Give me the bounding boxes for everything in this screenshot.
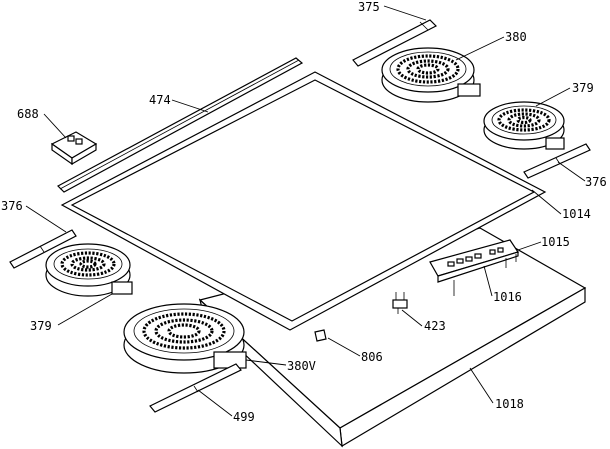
heating-element-380v bbox=[123, 303, 247, 374]
heating-element-379-right bbox=[483, 101, 565, 150]
label-379-top: 379 bbox=[572, 81, 594, 95]
label-375: 375 bbox=[358, 0, 380, 14]
connector-423 bbox=[392, 292, 408, 314]
label-1015: 1015 bbox=[541, 235, 570, 249]
heating-element-379-left bbox=[45, 243, 133, 297]
bracket-375 bbox=[352, 19, 438, 67]
label-806: 806 bbox=[361, 350, 383, 364]
terminal-block-688 bbox=[50, 131, 98, 166]
part-labels: 375 380 474 379 688 376 376 1014 1015 37… bbox=[1, 0, 607, 424]
label-376-left: 376 bbox=[1, 199, 23, 213]
trim-strip bbox=[57, 57, 304, 193]
bracket-806 bbox=[314, 329, 327, 342]
label-423: 423 bbox=[424, 319, 446, 333]
label-474: 474 bbox=[149, 93, 171, 107]
label-1016: 1016 bbox=[493, 290, 522, 304]
label-688: 688 bbox=[17, 107, 39, 121]
label-376-right: 376 bbox=[585, 175, 607, 189]
label-379-left: 379 bbox=[30, 319, 52, 333]
label-1018: 1018 bbox=[495, 397, 524, 411]
control-board bbox=[429, 239, 519, 296]
bracket-499 bbox=[149, 363, 242, 413]
label-380: 380 bbox=[505, 30, 527, 44]
bracket-376-left bbox=[9, 229, 77, 269]
leader-lines bbox=[25, 5, 586, 417]
label-380v: 380V bbox=[287, 359, 316, 373]
heating-element-380 bbox=[381, 47, 481, 103]
label-1014: 1014 bbox=[562, 207, 591, 221]
label-499: 499 bbox=[233, 410, 255, 424]
